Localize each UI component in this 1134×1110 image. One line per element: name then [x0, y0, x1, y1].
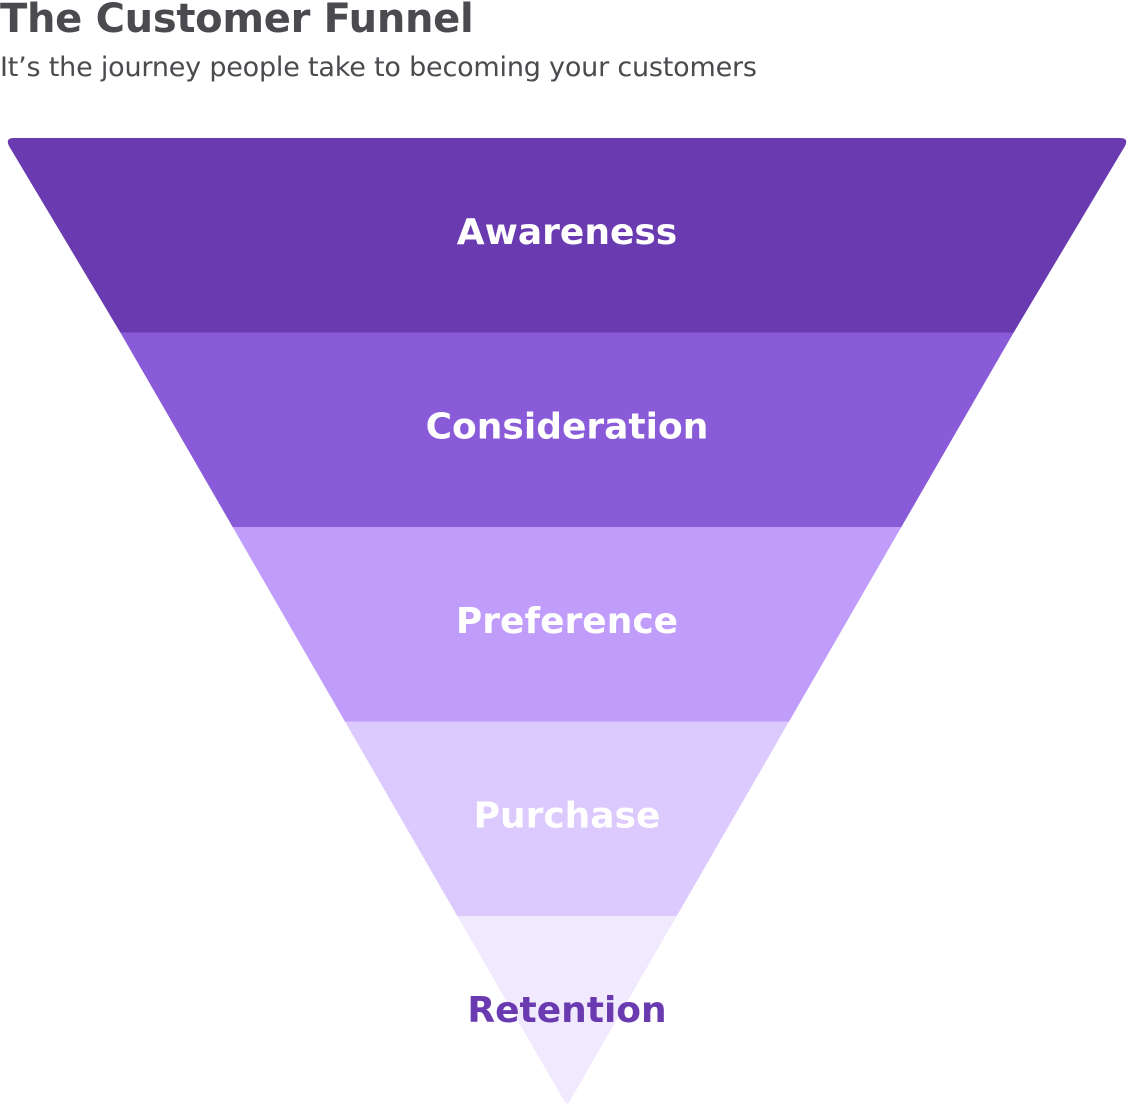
funnel-stage-label-retention: Retention [467, 990, 666, 1031]
funnel-stage-purchase [344, 721, 790, 916]
funnel-layers [7, 138, 1127, 1104]
funnel-stage-consideration [120, 332, 1014, 527]
funnel-stage-label-awareness: Awareness [457, 212, 677, 253]
page-title: The Customer Funnel [0, 0, 474, 42]
funnel-stage-label-consideration: Consideration [426, 407, 709, 448]
funnel-stage-label-preference: Preference [456, 601, 678, 642]
funnel-stage-preference [232, 527, 902, 722]
funnel-stage-label-purchase: Purchase [474, 796, 661, 837]
funnel-labels: AwarenessConsiderationPreferencePurchase… [426, 212, 709, 1031]
funnel-stage-awareness [7, 138, 1127, 333]
funnel-stage-retention [457, 916, 677, 1104]
page-subtitle: It’s the journey people take to becoming… [0, 52, 757, 83]
